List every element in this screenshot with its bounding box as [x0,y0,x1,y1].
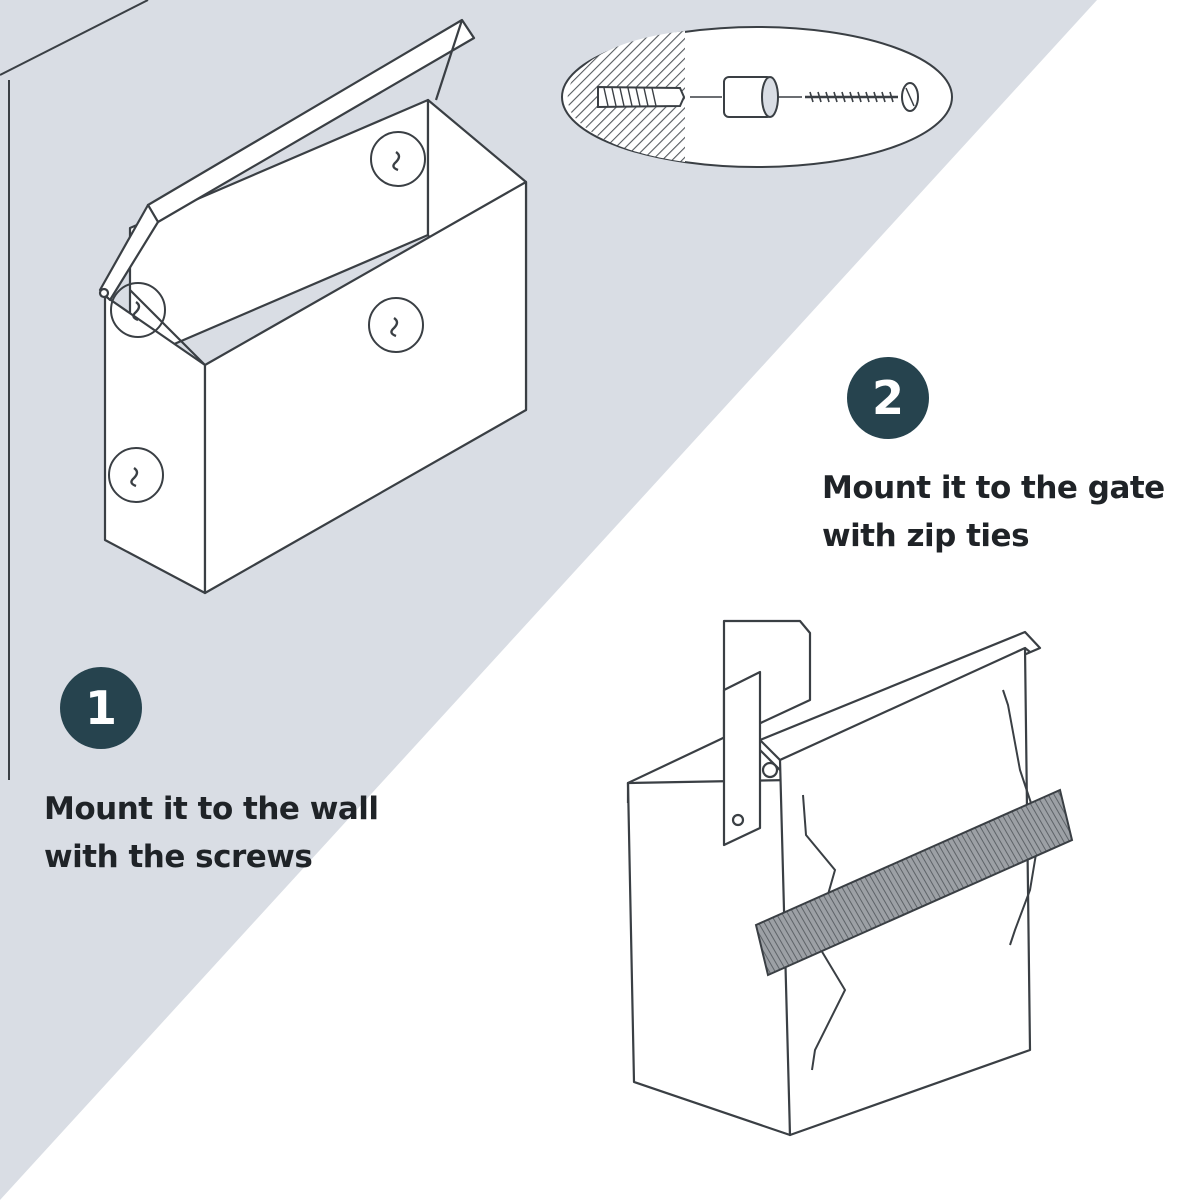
mailbox-front-face [203,180,528,595]
mailbox-lid [758,630,1042,762]
screw-hole-markers [108,131,426,503]
wall-edge-lines [0,0,149,780]
wall-mailbox-illustration [98,18,528,595]
step-1-line-1: Mount it to the wall [44,791,379,827]
step-1-line-2: with the screws [44,839,313,875]
step-number-badge-2: 2 [847,357,929,439]
mailbox-lid-flap [98,203,160,302]
mounting-bracket [722,670,762,847]
zip-tie-strap [754,788,1074,977]
step-2-line-1: Mount it to the gate [822,470,1165,506]
screw-anchor-detail [561,26,953,168]
step-2-line-2: with zip ties [822,518,1030,554]
step-number-badge-1: 1 [60,667,142,749]
step-1-instruction: Mount it to the wall with the screws [44,785,379,881]
step-2-instruction: Mount it to the gate with zip ties [822,464,1165,560]
